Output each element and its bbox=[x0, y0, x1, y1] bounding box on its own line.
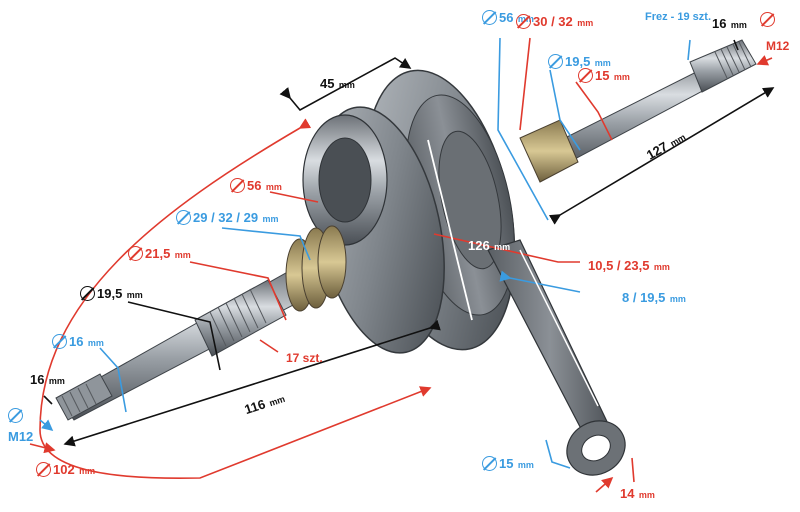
diameter-icon bbox=[548, 54, 563, 69]
diameter-icon bbox=[578, 68, 593, 83]
label-shaft-tip-dia-unit: mm bbox=[87, 338, 104, 348]
diameter-icon bbox=[8, 408, 23, 423]
diameter-icon bbox=[176, 210, 191, 225]
label-spline-right-text: Frez - 19 szt. bbox=[645, 11, 712, 23]
label-thread-left-text: M12 bbox=[8, 429, 34, 444]
label-shoulder-right-dia: 19,5 mm bbox=[548, 54, 611, 70]
label-rod-width: 14 mm bbox=[620, 486, 655, 502]
label-thread-right-len: 16 mm bbox=[712, 16, 747, 32]
diameter-icon bbox=[80, 286, 95, 301]
label-rod-pin-dia-unit: mm bbox=[517, 460, 534, 470]
label-shaft-left-dia-unit: mm bbox=[174, 250, 191, 260]
connecting-rod bbox=[487, 239, 626, 476]
diameter-icon bbox=[230, 178, 245, 193]
label-gear-teeth: 17 szt. bbox=[286, 352, 323, 364]
label-web-dia: 126 mm bbox=[468, 238, 510, 254]
left-gear-stack bbox=[285, 225, 347, 312]
label-shaft-right-dia-value: 15 bbox=[595, 68, 610, 83]
label-shaft-left-dia-value: 21,5 bbox=[145, 246, 171, 261]
diameter-icon bbox=[52, 334, 67, 349]
diameter-icon bbox=[516, 14, 531, 29]
label-shoulder-left-dia: 19,5 mm bbox=[80, 286, 143, 302]
label-web-dia-value: 126 bbox=[468, 238, 490, 253]
label-seal-right-dia-value: 30 / 32 bbox=[533, 14, 573, 29]
label-shaft-width-unit: mm bbox=[338, 80, 355, 90]
label-gear-dia-unit: mm bbox=[262, 214, 279, 224]
label-web-offsets-value: 10,5 / 23,5 bbox=[588, 258, 650, 273]
label-spline-right: Frez - 19 szt. bbox=[645, 12, 711, 23]
label-bearing-left-dia-value: 56 bbox=[247, 178, 262, 193]
label-thread-right-len-value: 16 bbox=[712, 16, 727, 31]
label-web-offsets: 10,5 / 23,5 mm bbox=[588, 258, 670, 274]
dimension-lines bbox=[29, 37, 775, 493]
label-thread-left: M12 bbox=[8, 430, 33, 443]
label-bearing-left-dia-unit: mm bbox=[265, 182, 282, 192]
label-web-thickness-unit: mm bbox=[669, 294, 686, 304]
label-shoulder-right-dia-value: 19,5 bbox=[565, 54, 591, 69]
label-seal-right-dia-unit: mm bbox=[577, 18, 594, 28]
label-total-dia-value: 102 bbox=[53, 462, 75, 477]
label-web-dia-unit: mm bbox=[494, 242, 511, 252]
diameter-icon bbox=[760, 12, 775, 27]
label-shaft-width-value: 45 bbox=[320, 76, 335, 91]
label-shoulder-left-dia-unit: mm bbox=[126, 290, 143, 300]
label-total-dia-unit: mm bbox=[79, 466, 96, 476]
diameter-icon bbox=[482, 456, 497, 471]
label-gear-dia-value: 29 / 32 / 29 bbox=[193, 210, 259, 225]
diameter-icon-thread-right bbox=[760, 12, 777, 28]
label-bearing-right-dia-value: 56 bbox=[499, 10, 514, 25]
label-shaft-right-dia: 15 mm bbox=[578, 68, 630, 84]
label-thread-right-text: M12 bbox=[766, 39, 790, 53]
label-seal-right-dia: 30 / 32 mm bbox=[516, 14, 593, 30]
label-web-offsets-unit: mm bbox=[653, 262, 670, 272]
label-total-dia: 102 mm bbox=[36, 462, 95, 478]
left-shaft bbox=[55, 225, 347, 421]
label-shaft-right-dia-unit: mm bbox=[613, 72, 630, 82]
label-shaft-width: 45 mm bbox=[320, 76, 355, 92]
label-thread-left-len-value: 16 bbox=[30, 372, 45, 387]
label-thread-left-len-unit: mm bbox=[48, 376, 65, 386]
label-shoulder-left-dia-value: 19,5 bbox=[97, 286, 123, 301]
label-gear-teeth-text: 17 szt. bbox=[286, 351, 323, 365]
label-rod-width-unit: mm bbox=[638, 490, 655, 500]
label-rod-width-value: 14 bbox=[620, 486, 635, 501]
label-bearing-left-dia: 56 mm bbox=[230, 178, 282, 194]
label-rod-pin-dia: 15 mm bbox=[482, 456, 534, 472]
label-left-len-unit: mm bbox=[267, 393, 287, 409]
label-thread-right-len-unit: mm bbox=[730, 20, 747, 30]
label-thread-left-len: 16 mm bbox=[30, 372, 65, 388]
label-web-thickness: 8 / 19,5 mm bbox=[622, 290, 686, 306]
label-rod-pin-dia-value: 15 bbox=[499, 456, 514, 471]
diameter-icon-thread-left bbox=[8, 408, 25, 424]
label-gear-dia: 29 / 32 / 29 mm bbox=[176, 210, 279, 226]
diameter-icon bbox=[36, 462, 51, 477]
label-shaft-tip-dia-value: 16 bbox=[69, 334, 84, 349]
label-shoulder-right-dia-unit: mm bbox=[594, 58, 611, 68]
label-thread-right: M12 bbox=[766, 40, 789, 52]
diameter-icon bbox=[482, 10, 497, 25]
diameter-icon bbox=[128, 246, 143, 261]
label-shaft-left-dia: 21,5 mm bbox=[128, 246, 191, 262]
label-web-thickness-value: 8 / 19,5 bbox=[622, 290, 666, 305]
label-shaft-tip-dia: 16 mm bbox=[52, 334, 104, 350]
